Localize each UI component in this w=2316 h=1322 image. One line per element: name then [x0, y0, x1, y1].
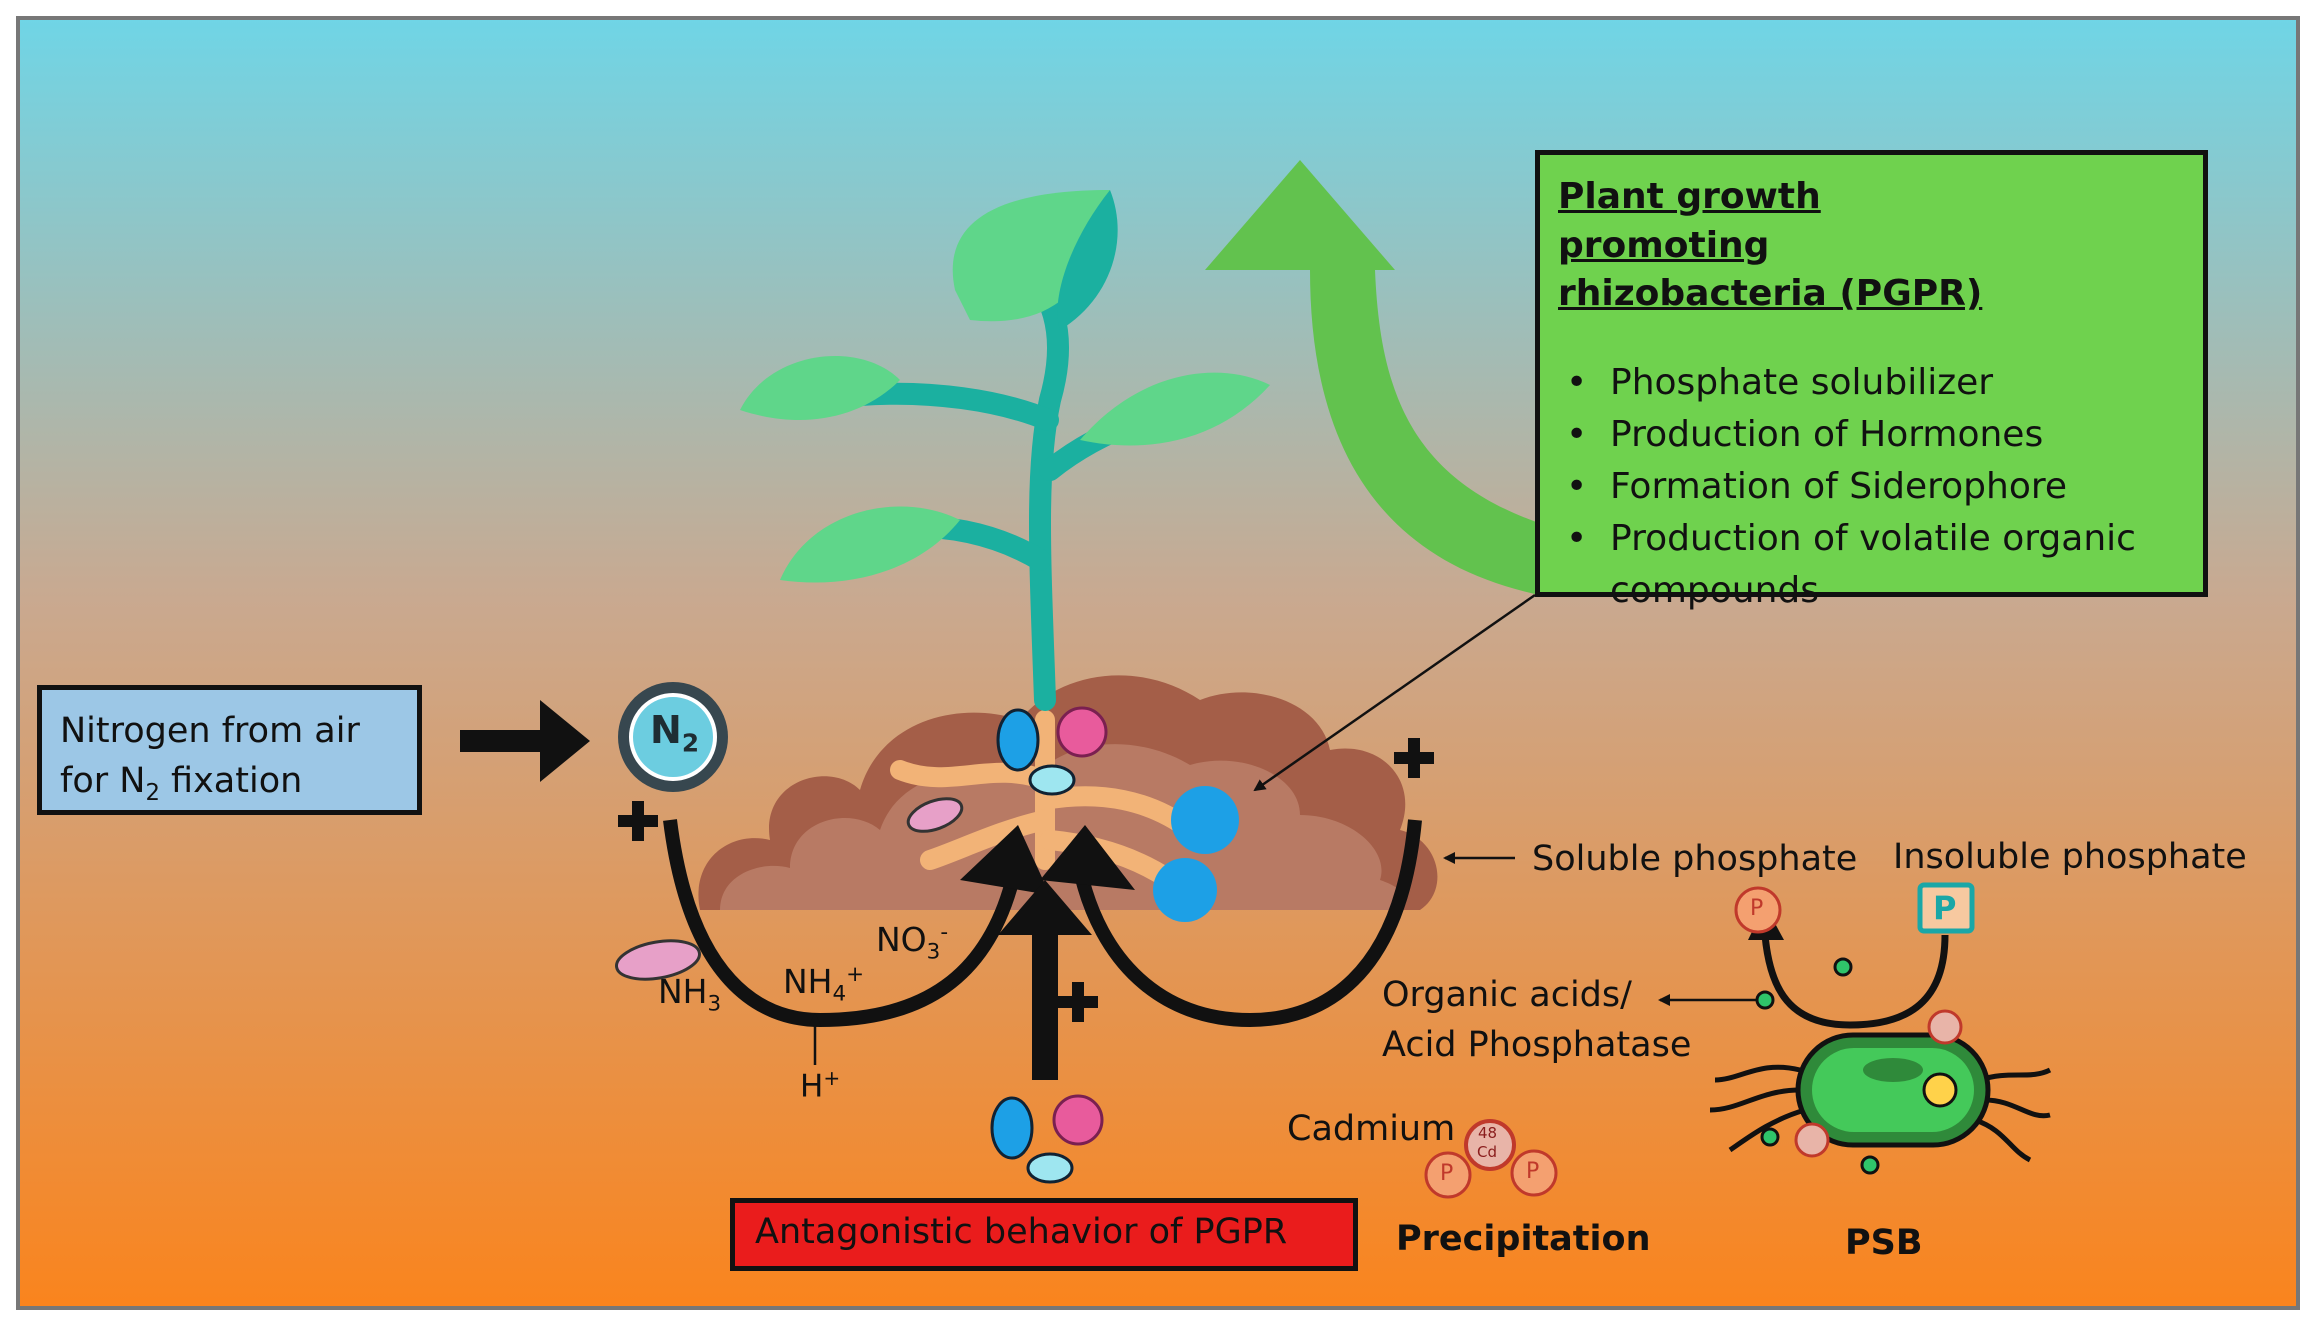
- plus-signs: [618, 738, 1434, 1022]
- soluble-phosphate-label: Soluble phosphate: [1532, 839, 1858, 879]
- insoluble-p-token: [1917, 882, 1975, 934]
- precip-p-letter-1: P: [1440, 1161, 1454, 1186]
- antagonistic-box: Antagonistic behavior of PGPR: [730, 1198, 1358, 1271]
- nh3-bacterium: [615, 939, 701, 981]
- nh3-sub: 3: [707, 991, 722, 1017]
- cadmium-token-psb-2: [1794, 1122, 1830, 1158]
- growth-arrow: [1310, 270, 1545, 596]
- h-sup: +: [823, 1066, 841, 1090]
- antagonistic-arrowhead: [998, 880, 1092, 935]
- n2-symbol: N: [650, 708, 682, 752]
- nitrogen-line-2-sub: 2: [145, 780, 160, 806]
- organic-acids-label-2: Acid Phosphatase: [1382, 1025, 1692, 1065]
- cadmium-token: [1464, 1119, 1516, 1171]
- nh4-sub: 4: [832, 981, 847, 1007]
- pgpr-item: Phosphate solubilizer: [1558, 357, 2185, 409]
- antagonistic-arrow-shaft: [1032, 930, 1058, 1080]
- phosphate-cycle-arrowhead: [1040, 825, 1135, 890]
- precipitation-label: Precipitation: [1396, 1219, 1651, 1259]
- nitrogen-cycle-arrowhead: [960, 825, 1050, 895]
- no3-label: NO3-: [876, 920, 948, 965]
- psb-bacterium: [1709, 1032, 2052, 1163]
- precip-p-letter-2: P: [1526, 1159, 1540, 1184]
- pgpr-title: Plant growth promoting rhizobacteria (PG…: [1558, 176, 1983, 315]
- soluble-p-letter: P: [1750, 896, 1764, 921]
- h-plus-label: H+: [800, 1066, 840, 1106]
- pgpr-info-box: Plant growth promoting rhizobacteria (PG…: [1535, 150, 2208, 611]
- precip-p-token-1: [1424, 1151, 1472, 1199]
- green-dots: [1755, 957, 1880, 1175]
- n2-badge-inner: [629, 693, 717, 781]
- nitrogen-arrow-shaft: [460, 730, 540, 752]
- nh4-label: NH4+: [783, 962, 864, 1007]
- nitrogen-line-2-prefix: for N: [60, 761, 146, 801]
- no3-text: NO: [876, 920, 927, 959]
- antagonistic-label: Antagonistic behavior of PGPR: [755, 1212, 1288, 1252]
- leaves: [740, 190, 1270, 583]
- nh4-text: NH: [783, 962, 833, 1001]
- cadmium-token-psb-1: [1927, 1009, 1963, 1045]
- nitrogen-line-2: for N2 fixation: [60, 756, 399, 818]
- h-text: H: [800, 1068, 824, 1105]
- nitrogen-arrowhead: [540, 700, 590, 782]
- organic-acids-label-1: Organic acids/: [1382, 975, 1632, 1015]
- phosphate-cycle-arrow: [1073, 819, 1422, 1028]
- no3-sup: -: [940, 920, 949, 945]
- nh3-label: NH3: [658, 972, 721, 1017]
- cadmium-label: Cadmium: [1287, 1109, 1456, 1149]
- nitrogen-line-1: Nitrogen from air: [60, 711, 360, 751]
- pgpr-item: Formation of Siderophore: [1558, 461, 2185, 513]
- insoluble-phosphate-label: Insoluble phosphate: [1893, 837, 2247, 877]
- pgpr-item: Production of volatile organic compounds: [1558, 513, 2170, 617]
- psb-conversion-arrow: [1761, 934, 1949, 1029]
- nitrogen-line-2-suffix: fixation: [159, 761, 303, 801]
- n2-sub: 2: [681, 728, 699, 758]
- pgpr-list: Phosphate solubilizer Production of Horm…: [1558, 357, 2185, 617]
- soluble-p-token: [1734, 886, 1782, 934]
- pointer-to-roots: [1253, 593, 1536, 792]
- growth-arrowhead: [1205, 160, 1395, 270]
- nitrogen-box: Nitrogen from air for N2 fixation: [37, 685, 422, 815]
- nh4-sup: +: [846, 962, 865, 987]
- psb-label: PSB: [1845, 1223, 1923, 1263]
- nh3-text: NH: [658, 972, 708, 1011]
- cadmium-number: 48: [1478, 1124, 1498, 1142]
- cadmium-symbol: Cd: [1477, 1143, 1497, 1161]
- antagonistic-bacteria: [990, 1094, 1104, 1184]
- pgpr-item: Production of Hormones: [1558, 409, 2185, 461]
- n2-badge-label: N2: [650, 708, 699, 758]
- no3-sub: 3: [926, 939, 941, 965]
- insoluble-p-letter: P: [1933, 889, 1957, 927]
- precip-p-token-2: [1510, 1149, 1558, 1197]
- root-bacteria: [906, 706, 1239, 922]
